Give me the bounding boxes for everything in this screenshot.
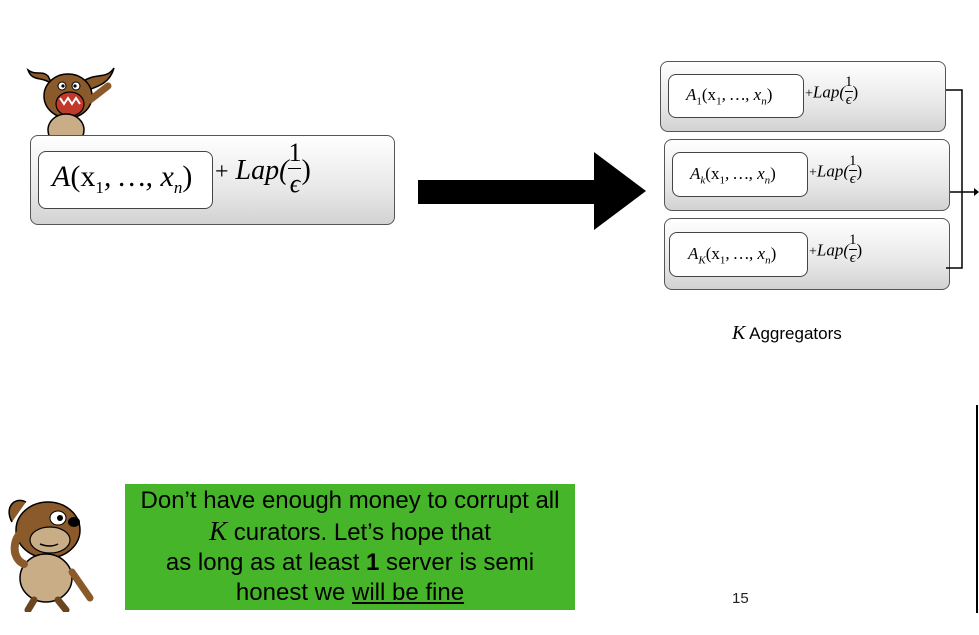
aggregator-query-box: AK(x1, …, xn): [669, 232, 808, 277]
callout-line-1: Don’t have enough money to corrupt all: [140, 487, 560, 514]
query-box: A(x1, …, xn): [38, 151, 213, 209]
aggregator-query-box: A1(x1, …, xn): [668, 74, 804, 118]
callout-line-2: K curators. Let’s hope that: [209, 516, 491, 546]
aggregators-label: K Aggregators: [732, 322, 842, 344]
page-number: 15: [732, 590, 749, 607]
edge-divider: [976, 405, 978, 613]
callout-box: Don’t have enough money to corrupt all K…: [125, 484, 575, 610]
query-expression: A(x1, …, xn): [52, 160, 193, 197]
aggregator-expression: A1(x1, …, xn): [686, 85, 773, 108]
taz-thinking-icon: [8, 499, 94, 612]
callout-line-4: honest we will be fine: [235, 579, 465, 606]
right-arrow-icon: [418, 152, 646, 230]
aggregator-connector: [946, 89, 979, 269]
aggregator-expression: Ak(x1, …, xn): [690, 164, 776, 187]
callout-line-3: as long as at least 1 server is semi: [165, 549, 535, 576]
aggregator-query-box: Ak(x1, …, xn): [672, 152, 808, 197]
aggregator-expression: AK(x1, …, xn): [688, 244, 777, 267]
